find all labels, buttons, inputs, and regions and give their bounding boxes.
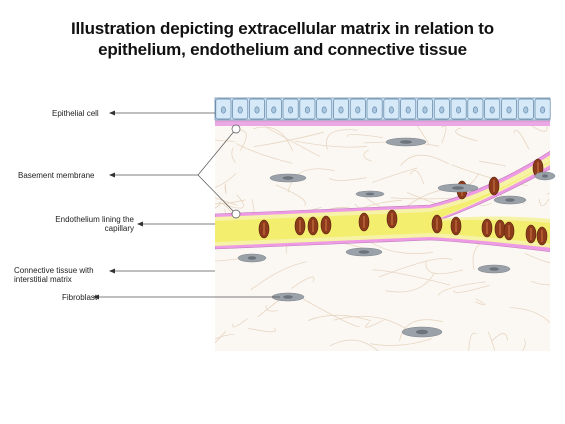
red-blood-cell xyxy=(294,216,306,236)
label-fibroblast: Fibroblast xyxy=(62,293,98,302)
red-blood-cell xyxy=(307,216,319,236)
title-line-2: epithelium, endothelium and connective t… xyxy=(98,40,467,59)
label-connective-line-2: interstitial matrix xyxy=(14,275,72,284)
fibroblast xyxy=(477,264,511,274)
epithelial-cell xyxy=(299,98,316,120)
fibroblasts xyxy=(237,137,556,338)
fibroblast xyxy=(534,171,556,181)
epithelial-cell xyxy=(417,98,433,120)
label-pointers xyxy=(96,112,280,298)
epithelial-cell xyxy=(215,98,232,120)
epithelial-cell xyxy=(450,98,467,120)
red-blood-cell xyxy=(488,176,500,196)
red-blood-cell xyxy=(358,212,370,232)
epithelial-cell xyxy=(316,98,333,120)
red-blood-cells xyxy=(258,158,548,246)
diagram-title: Illustration depicting extracellular mat… xyxy=(0,18,565,60)
epithelial-cell xyxy=(232,98,249,120)
red-blood-cell xyxy=(494,219,506,239)
label-endothelium-line-2: capillary xyxy=(104,224,134,233)
red-blood-cell xyxy=(431,214,443,234)
fibroblast xyxy=(437,183,479,193)
epithelial-cell xyxy=(333,98,349,120)
epithelial-cell xyxy=(383,98,400,120)
red-blood-cell xyxy=(481,218,493,238)
fibroblast xyxy=(385,137,427,147)
fibroblast xyxy=(269,173,307,183)
red-blood-cell xyxy=(320,215,332,235)
epithelial-cell xyxy=(282,98,299,120)
basement-membrane-epithelial xyxy=(215,120,550,126)
red-blood-cell xyxy=(525,224,537,244)
epithelial-cell xyxy=(265,98,282,120)
label-endothelium-line-1: Endothelium lining the xyxy=(55,215,134,224)
epithelial-cell xyxy=(484,98,501,120)
epithelial-cell xyxy=(249,98,265,120)
red-blood-cell xyxy=(536,226,548,246)
label-connective-tissue: Connective tissue with interstitial matr… xyxy=(14,266,94,284)
label-endothelium: Endothelium lining the capillary xyxy=(28,215,134,233)
epithelial-cell xyxy=(467,98,484,120)
epithelial-cell xyxy=(349,98,366,120)
fibroblast xyxy=(401,326,443,338)
fibroblast xyxy=(271,292,305,302)
fibroblast xyxy=(237,253,267,263)
epithelial-cell xyxy=(366,98,383,120)
title-line-1: Illustration depicting extracellular mat… xyxy=(71,19,494,38)
fibroblast xyxy=(355,190,385,198)
epithelium xyxy=(214,97,551,121)
pointer-basement-membrane-2 xyxy=(197,174,237,215)
red-blood-cell xyxy=(258,219,270,239)
label-basement-membrane: Basement membrane xyxy=(18,171,95,180)
marker-basement-membrane-top xyxy=(231,124,241,134)
epithelial-cell xyxy=(501,98,517,120)
epithelial-cell xyxy=(517,98,534,120)
red-blood-cell xyxy=(386,209,398,229)
capillary xyxy=(215,150,550,253)
marker-basement-membrane-capillary xyxy=(231,209,241,219)
fibroblast xyxy=(493,195,527,205)
epithelial-cell xyxy=(534,98,551,120)
epithelial-cell xyxy=(400,98,417,120)
label-epithelial-cell: Epithelial cell xyxy=(52,109,99,118)
fibroblast xyxy=(345,247,383,257)
epithelial-cell xyxy=(433,98,450,120)
red-blood-cell xyxy=(450,216,462,236)
pointer-arrowheads xyxy=(93,110,143,300)
red-blood-cell xyxy=(503,221,515,241)
label-connective-line-1: Connective tissue with xyxy=(14,266,94,275)
epithelial-cells xyxy=(215,98,551,120)
